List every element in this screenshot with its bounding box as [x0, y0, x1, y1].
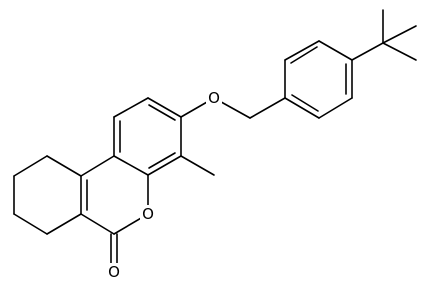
bond: [13, 155, 48, 177]
bond: [113, 155, 149, 176]
bond: [382, 25, 417, 44]
bonds: [13, 9, 417, 267]
ether-oxygen-atom: O: [206, 89, 222, 107]
bond: [351, 42, 384, 61]
ether-oxygen-label: O: [208, 89, 220, 107]
bond: [148, 152, 176, 169]
bond: [318, 40, 353, 61]
bond: [284, 97, 320, 119]
bond: [291, 94, 319, 112]
bond: [147, 155, 182, 176]
bond: [46, 213, 82, 235]
bond: [290, 46, 318, 64]
bond: [80, 213, 115, 235]
bond: [46, 155, 82, 177]
bond: [249, 97, 286, 119]
bond: [180, 155, 215, 176]
bond: [382, 42, 417, 61]
carbonyl-oxygen-label: O: [108, 263, 120, 281]
ring-oxygen-label: O: [142, 205, 154, 223]
bond: [318, 97, 353, 119]
bond: [147, 97, 182, 118]
bond: [13, 213, 48, 235]
carbonyl-oxygen-atom: O: [106, 263, 122, 281]
ring-oxygen-atom: O: [140, 205, 156, 223]
bond: [80, 155, 115, 177]
atom-labels: O O O: [106, 89, 222, 281]
bond: [148, 104, 176, 121]
bond: [284, 40, 320, 61]
bond: [113, 97, 149, 118]
